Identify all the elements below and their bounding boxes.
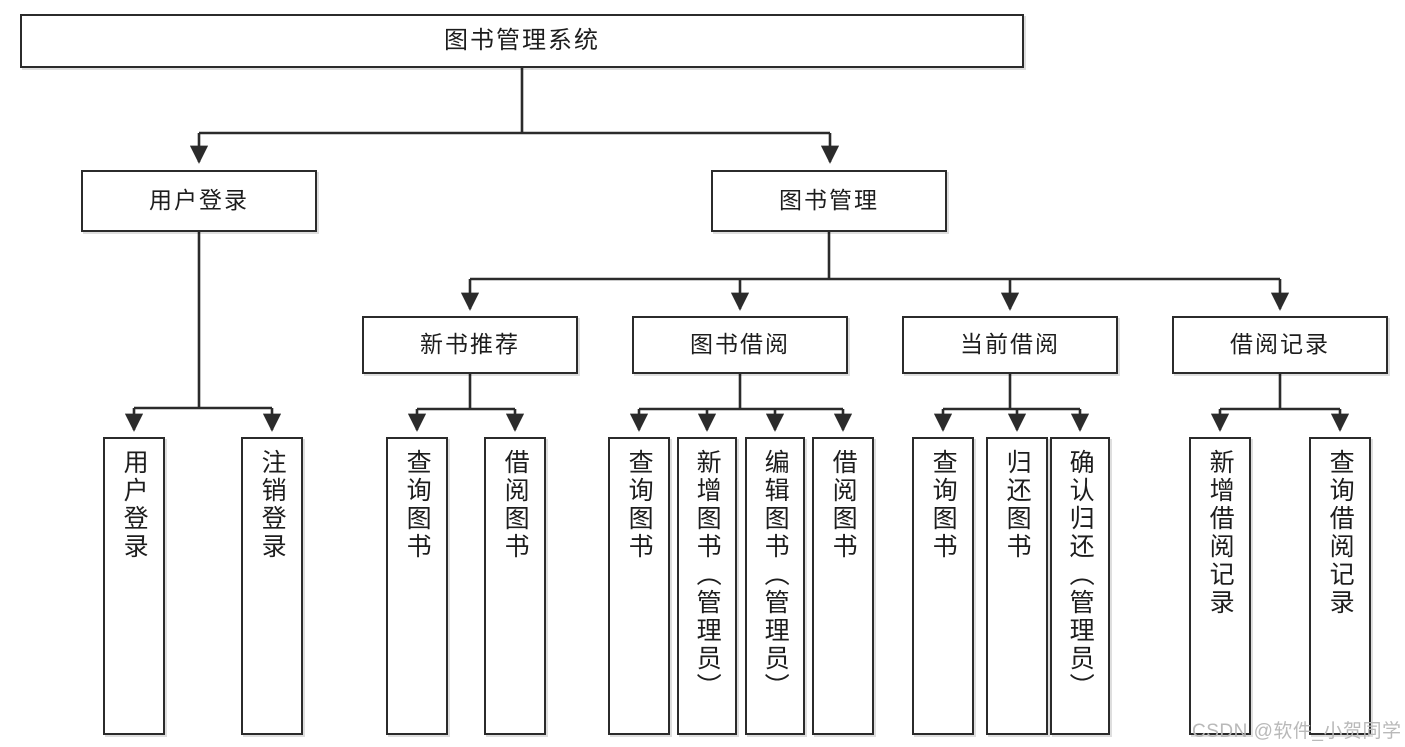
node-leaf-user-logout-label: 注销登录 xyxy=(258,449,287,561)
node-leaf-add-book-label: 新增图书（管理员） xyxy=(693,449,722,701)
node-leaf-query-book-1[interactable]: 查询图书 xyxy=(386,437,448,735)
node-leaf-borrow-book-2-label: 借阅图书 xyxy=(829,449,858,561)
node-leaf-return-book-label: 归还图书 xyxy=(1003,449,1032,561)
node-leaf-query-record[interactable]: 查询借阅记录 xyxy=(1309,437,1371,735)
node-leaf-edit-book-label: 编辑图书（管理员） xyxy=(761,449,790,701)
node-current-borrow-label: 当前借阅 xyxy=(960,331,1060,358)
node-leaf-add-book[interactable]: 新增图书（管理员） xyxy=(677,437,737,735)
node-borrow-record[interactable]: 借阅记录 xyxy=(1172,316,1388,374)
node-new-book-rec[interactable]: 新书推荐 xyxy=(362,316,578,374)
node-leaf-borrow-book-1-label: 借阅图书 xyxy=(501,449,530,561)
node-book-manage-label: 图书管理 xyxy=(779,187,879,214)
node-leaf-add-record-label: 新增借阅记录 xyxy=(1206,449,1235,617)
node-new-book-rec-label: 新书推荐 xyxy=(420,331,520,358)
node-leaf-borrow-book-2[interactable]: 借阅图书 xyxy=(812,437,874,735)
node-leaf-query-book-1-label: 查询图书 xyxy=(403,449,432,561)
node-leaf-confirm-return-label: 确认归还（管理员） xyxy=(1066,449,1095,701)
node-leaf-add-record[interactable]: 新增借阅记录 xyxy=(1189,437,1251,735)
csdn-watermark: CSDN @软件_小贺同学 xyxy=(1192,721,1402,742)
node-leaf-borrow-book-1[interactable]: 借阅图书 xyxy=(484,437,546,735)
node-leaf-user-login[interactable]: 用户登录 xyxy=(103,437,165,735)
node-user-login[interactable]: 用户登录 xyxy=(81,170,317,232)
node-book-manage[interactable]: 图书管理 xyxy=(711,170,947,232)
node-root-label: 图书管理系统 xyxy=(444,26,600,54)
node-leaf-edit-book[interactable]: 编辑图书（管理员） xyxy=(745,437,805,735)
node-leaf-query-book-3[interactable]: 查询图书 xyxy=(912,437,974,735)
node-leaf-query-book-2-label: 查询图书 xyxy=(625,449,654,561)
node-borrow-record-label: 借阅记录 xyxy=(1230,331,1330,358)
node-leaf-user-login-label: 用户登录 xyxy=(120,449,149,561)
node-leaf-query-record-label: 查询借阅记录 xyxy=(1326,449,1355,617)
node-leaf-query-book-3-label: 查询图书 xyxy=(929,449,958,561)
node-current-borrow[interactable]: 当前借阅 xyxy=(902,316,1118,374)
node-leaf-user-logout[interactable]: 注销登录 xyxy=(241,437,303,735)
node-leaf-return-book[interactable]: 归还图书 xyxy=(986,437,1048,735)
node-book-borrow-label: 图书借阅 xyxy=(690,331,790,358)
node-user-login-label: 用户登录 xyxy=(149,187,249,214)
node-root[interactable]: 图书管理系统 xyxy=(20,14,1024,68)
node-leaf-query-book-2[interactable]: 查询图书 xyxy=(608,437,670,735)
node-book-borrow[interactable]: 图书借阅 xyxy=(632,316,848,374)
node-leaf-confirm-return[interactable]: 确认归还（管理员） xyxy=(1050,437,1110,735)
